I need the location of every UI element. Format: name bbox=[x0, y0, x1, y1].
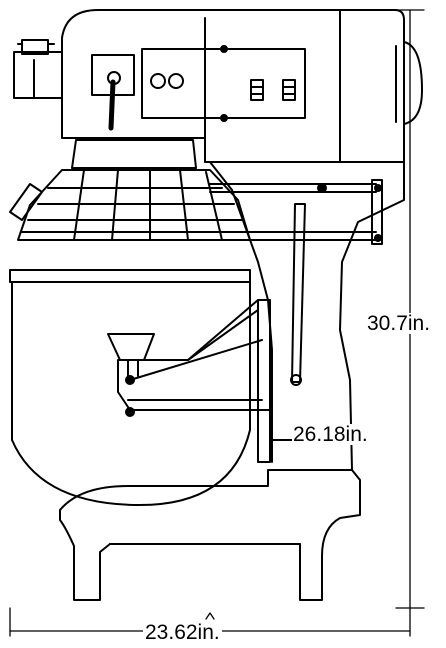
guard-support-rods bbox=[209, 179, 383, 245]
mixing-bowl bbox=[9, 269, 251, 506]
gear-lever-icon bbox=[91, 54, 135, 131]
ingredient-chute bbox=[107, 333, 155, 377]
overall-width-label: 23.62in. bbox=[143, 621, 222, 644]
bowl-arm bbox=[117, 299, 271, 463]
inner-height-label: 26.18in. bbox=[292, 423, 369, 446]
planetary-collar bbox=[71, 139, 197, 169]
control-panel bbox=[141, 45, 306, 122]
bowl-guard bbox=[9, 169, 251, 241]
bowl-lift-lever bbox=[290, 203, 306, 386]
speed-knob-icon bbox=[13, 39, 63, 99]
overall-height-label: 30.7in. bbox=[366, 312, 432, 335]
mixer-base bbox=[59, 469, 361, 601]
